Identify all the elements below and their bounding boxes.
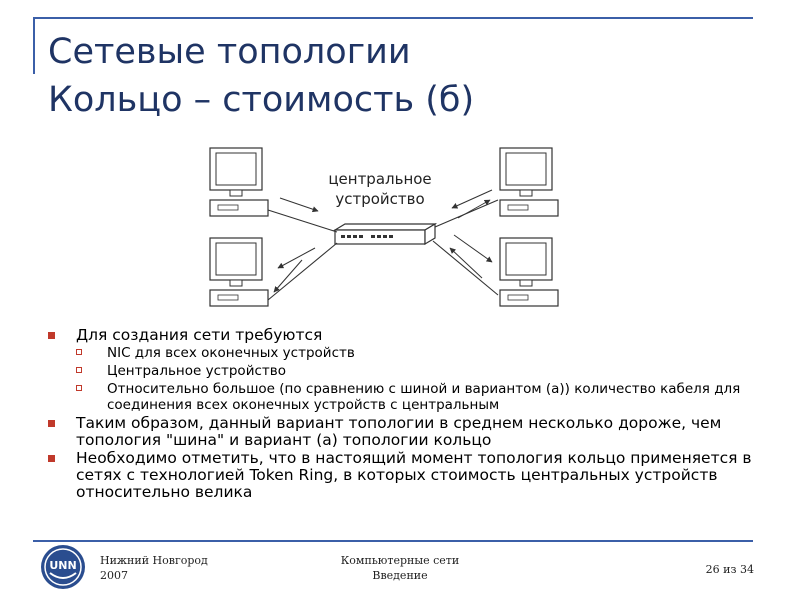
sub-bullet-text: NIC для всех оконечных устройств bbox=[107, 345, 355, 361]
bullet-square-icon bbox=[48, 455, 55, 462]
ring-star-diagram: центральное устройство bbox=[200, 140, 600, 320]
hub-label-line-1: центральное bbox=[328, 170, 431, 188]
bullet-text: Таким образом, данный вариант топологии … bbox=[76, 414, 722, 449]
sub-bullet-text: Относительно большое (по сравнению с шин… bbox=[107, 381, 741, 413]
computer-icon bbox=[209, 147, 269, 217]
hub-label-line-2: устройство bbox=[335, 190, 424, 208]
footer-divider bbox=[33, 540, 753, 542]
direction-arrows bbox=[273, 189, 493, 293]
sub-bullet-text: Центральное устройство bbox=[107, 363, 286, 379]
sub-bullet-square-icon bbox=[76, 385, 82, 391]
slide-title-line-2: Кольцо – стоимость (б) bbox=[48, 80, 475, 120]
footer-page-number: 26 из 34 bbox=[705, 563, 754, 576]
footer-center: Компьютерные сети Введение bbox=[330, 553, 470, 583]
sub-bullet-square-icon bbox=[76, 367, 82, 373]
bullet-list: Для создания сети требуются NIC для всех… bbox=[44, 327, 764, 502]
sub-bullet-item: Относительно большое (по сравнению с шин… bbox=[44, 381, 764, 413]
computer-icon bbox=[499, 147, 559, 217]
bullet-square-icon bbox=[48, 420, 55, 427]
bullet-item: Необходимо отметить, что в настоящий мом… bbox=[44, 450, 764, 501]
bullet-item: Для создания сети требуются bbox=[44, 327, 764, 344]
logo-text: UNN bbox=[49, 559, 76, 572]
university-logo: UNN bbox=[38, 543, 88, 591]
bullet-item: Таким образом, данный вариант топологии … bbox=[44, 415, 764, 449]
slide-title: Сетевые топологии Кольцо – стоимость (б) bbox=[48, 28, 748, 124]
computer-icon bbox=[499, 237, 559, 307]
left-frame-line bbox=[33, 17, 35, 74]
top-frame-line bbox=[33, 17, 753, 19]
hub-device-icon bbox=[332, 222, 438, 246]
sub-bullet-square-icon bbox=[76, 349, 82, 355]
diagram-svg: центральное устройство bbox=[209, 147, 559, 307]
footer-course: Компьютерные сети bbox=[340, 554, 460, 567]
sub-bullet-item: NIC для всех оконечных устройств bbox=[44, 345, 764, 361]
bullet-square-icon bbox=[48, 332, 55, 339]
sub-bullet-item: Центральное устройство bbox=[44, 363, 764, 379]
bullet-text: Для создания сети требуются bbox=[76, 326, 323, 344]
bullet-text: Необходимо отметить, что в настоящий мом… bbox=[76, 449, 752, 501]
computer-icon bbox=[209, 237, 269, 307]
footer-section: Введение bbox=[372, 569, 428, 582]
footer-left: Нижний Новгород 2007 bbox=[100, 553, 208, 583]
footer-year: 2007 bbox=[100, 569, 128, 582]
slide-title-line-1: Сетевые топологии bbox=[48, 32, 411, 72]
footer-city: Нижний Новгород bbox=[100, 554, 208, 567]
